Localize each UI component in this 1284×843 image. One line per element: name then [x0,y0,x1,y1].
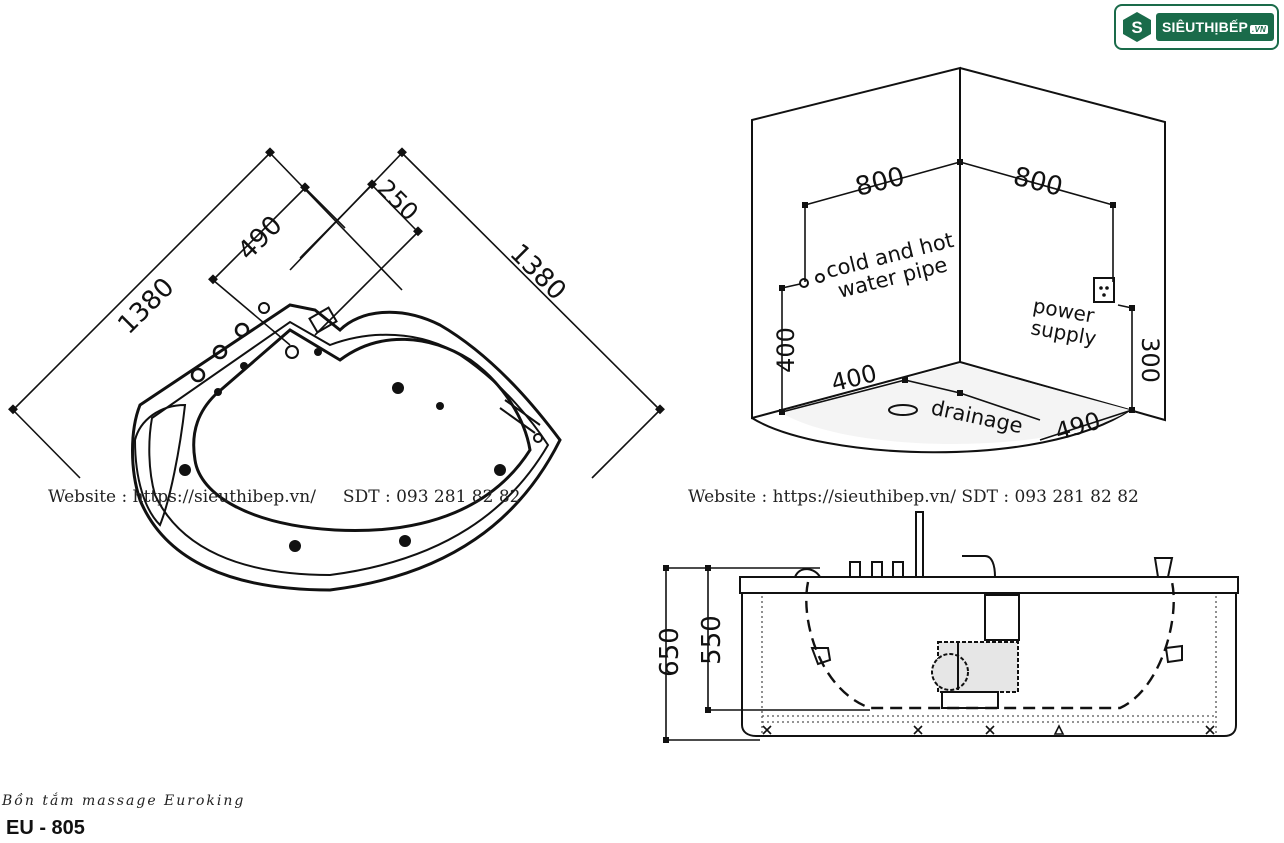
control-knobs [190,302,338,383]
tub-inner-basin [192,328,532,533]
brand-name: SIÊUTHỊBẾP.VN [1156,13,1274,41]
floor-arc [751,409,1131,454]
headrest [133,403,187,527]
dim-right-side: 1380 [504,238,572,306]
watermark-left: Website : https://sieuthibep.vn/ SDT : 0… [48,487,521,507]
dim-right-height: 300 [1136,337,1164,383]
install-dimension-lines [781,68,1133,441]
s-logo-icon: S [1120,10,1154,44]
brand-logo[interactable]: S SIÊUTHỊBẾP.VN [1114,4,1279,50]
install-dimension-markers [779,159,1135,415]
dim-total-height: 650 [655,627,685,677]
top-view-dimension-lines [12,152,661,479]
power-socket-icon [1093,277,1115,303]
right-wall [959,67,1166,422]
drain-outlet-icon [888,404,918,416]
floor-area [780,364,1130,445]
side-jets [810,644,1183,666]
dim-inner-height: 550 [697,615,727,665]
top-fixtures [794,511,1174,578]
dim-offset: 250 [372,174,424,226]
support-feet [762,724,1215,735]
water-pipe-fittings [799,273,825,288]
side-dimension-lines [665,567,870,741]
dim-right-width: 800 [1010,162,1065,203]
dim-left-side: 1380 [112,272,180,340]
dim-inner-depth: 490 [232,210,288,266]
tub-rim-side [739,576,1239,594]
product-type: Bồn tắm massage Euroking [2,793,246,809]
dim-left-width: 800 [852,162,907,203]
side-dimension-markers [663,565,711,743]
tub-outer-outline [131,303,562,592]
grab-rail [499,399,541,434]
svg-text:S: S [1131,18,1142,37]
side-view: 650 550 [655,511,1239,743]
installation-view: 800 800 400 300 400 490 cold and hot wat… [751,66,1166,454]
dim-left-height: 400 [772,327,800,373]
massage-jets [179,348,543,552]
pump-motor [931,594,1020,709]
top-view-dimension-markers [8,147,665,415]
tub-body-side [741,593,1237,737]
watermark-right: Website : https://sieuthibep.vn/ SDT : 0… [688,487,1139,507]
skirt-dots [761,596,1217,734]
product-model: EU - 805 [6,817,85,839]
top-view: 1380 1380 490 250 [8,147,665,592]
